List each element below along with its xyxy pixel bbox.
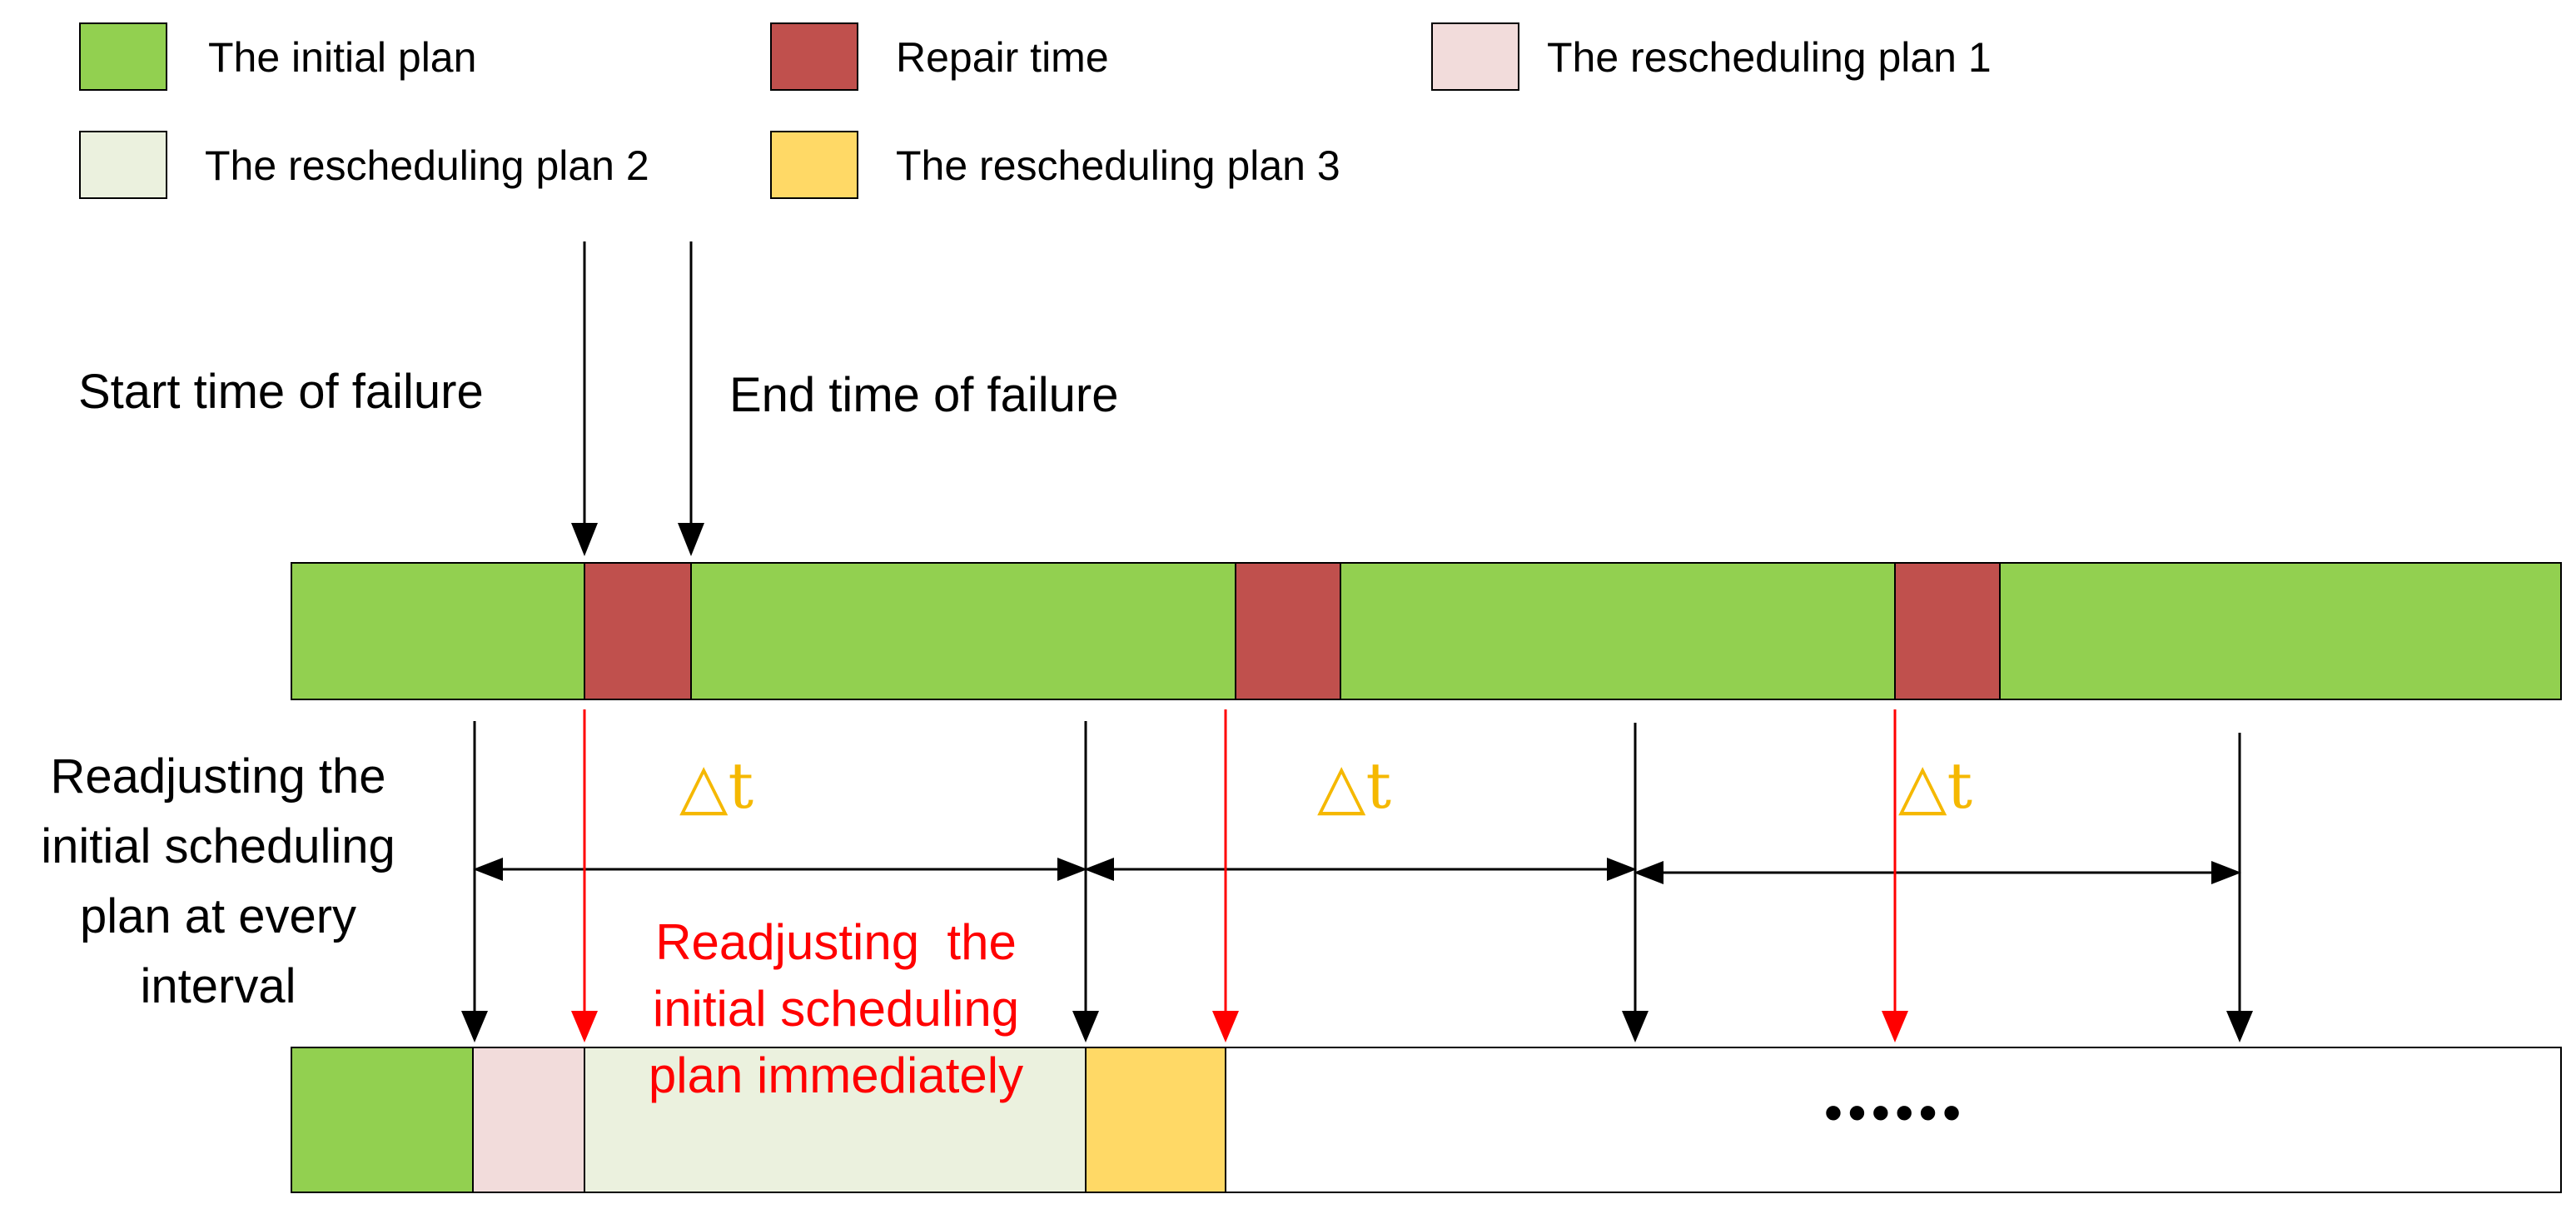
readjust-interval-line-2: initial scheduling (41, 819, 395, 873)
legend: The initial plan Repair time The resched… (79, 22, 1992, 199)
bottom-rescheduling-plan-2-segment (584, 1047, 1087, 1193)
immediate-arrow-1 (571, 709, 598, 1042)
interval-arrow-3 (1634, 861, 2241, 884)
readjust-immediate-line-1: Readjusting the (655, 914, 1017, 970)
legend-item-rescheduling-plan-2: The rescheduling plan 2 (79, 131, 649, 199)
immediate-arrow-3 (1882, 709, 1908, 1042)
bottom-initial-plan-segment (291, 1047, 474, 1193)
bottom-rescheduling-plan-3-segment (1085, 1047, 1226, 1193)
repair-time-segment-2 (1235, 562, 1341, 700)
initial-plan-bar (291, 562, 2562, 700)
ellipsis-dots: •••••• (1824, 1082, 1966, 1142)
interval-arrow-1 (473, 858, 1087, 881)
initial-plan-segment-3 (1340, 562, 1896, 700)
rescheduled-plan-bar (291, 1047, 2562, 1193)
interval-tick-arrow-3 (1622, 723, 1649, 1042)
legend-label-rescheduling-plan-3: The rescheduling plan 3 (896, 142, 1340, 189)
readjust-interval-line-1: Readjusting the (50, 749, 385, 804)
delta-t-label-1: △t (679, 749, 753, 823)
legend-label-rescheduling-plan-1: The rescheduling plan 1 (1547, 34, 1992, 81)
start-failure-label: Start time of failure (78, 365, 484, 419)
legend-item-rescheduling-plan-1: The rescheduling plan 1 (1431, 22, 1992, 91)
end-failure-label: End time of failure (729, 368, 1118, 422)
initial-plan-segment-2 (690, 562, 1236, 700)
legend-item-rescheduling-plan-3: The rescheduling plan 3 (770, 131, 1340, 199)
legend-swatch-initial-plan (79, 22, 167, 91)
legend-item-initial-plan: The initial plan (79, 22, 476, 91)
legend-label-rescheduling-plan-2: The rescheduling plan 2 (205, 142, 649, 189)
readjust-interval-label: Readjusting the initial scheduling plan … (41, 749, 395, 1013)
legend-swatch-rescheduling-plan-2 (79, 131, 167, 199)
readjust-immediate-line-2: initial scheduling (653, 981, 1019, 1037)
legend-swatch-rescheduling-plan-3 (770, 131, 858, 199)
repair-time-segment-3 (1894, 562, 2001, 700)
delta-t-label-3: △t (1898, 749, 1972, 823)
delta-t-label-2: △t (1317, 749, 1391, 823)
interval-tick-arrow-2 (1072, 721, 1099, 1042)
bottom-rescheduling-plan-1-segment (472, 1047, 585, 1193)
interval-arrow-2 (1084, 858, 1637, 881)
initial-plan-segment-1 (291, 562, 585, 700)
interval-tick-arrow-4 (2226, 733, 2253, 1042)
readjust-interval-line-3: plan at every (80, 889, 356, 943)
readjust-immediate-label: Readjusting the initial scheduling plan … (649, 914, 1023, 1103)
legend-swatch-repair-time (770, 22, 858, 91)
legend-swatch-rescheduling-plan-1 (1431, 22, 1519, 91)
immediate-arrow-2 (1212, 709, 1239, 1042)
readjust-interval-line-4: interval (141, 959, 296, 1013)
legend-label-initial-plan: The initial plan (208, 34, 476, 81)
end-failure-arrow (678, 241, 704, 556)
start-failure-arrow (571, 241, 598, 556)
bottom-remaining-segment (1225, 1047, 2562, 1193)
repair-time-segment-1 (584, 562, 692, 700)
legend-item-repair-time: Repair time (770, 22, 1109, 91)
initial-plan-segment-4 (1999, 562, 2562, 700)
interval-tick-arrow-1 (461, 721, 488, 1042)
legend-label-repair-time: Repair time (896, 34, 1109, 81)
readjust-immediate-line-3: plan immediately (649, 1047, 1023, 1103)
